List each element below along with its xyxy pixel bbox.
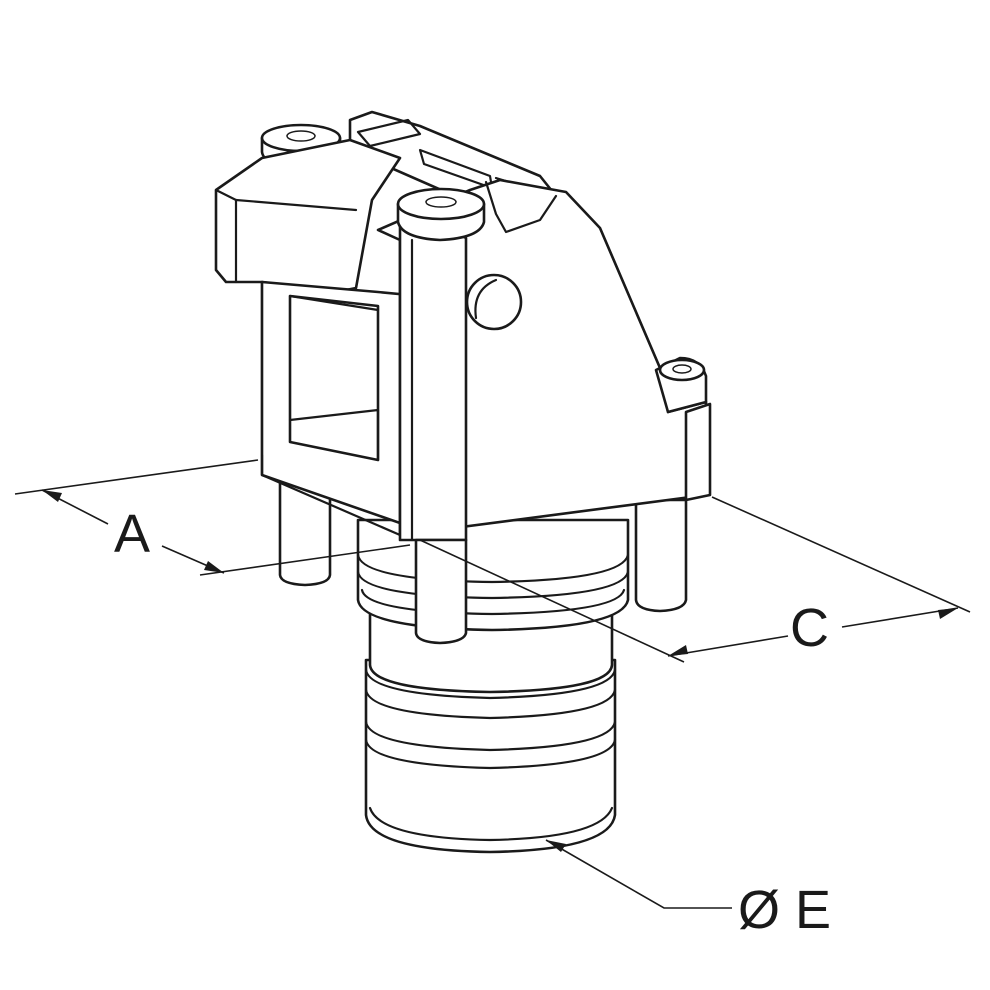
arrow-head — [668, 645, 688, 656]
rear-pin-right — [634, 498, 688, 613]
side-flange — [654, 356, 712, 502]
label-dim-a: A — [114, 504, 150, 564]
dimension-e: Ø E — [545, 839, 831, 940]
front-socket-screw — [396, 187, 486, 242]
dimension-a: A — [14, 459, 411, 576]
arrow-head — [546, 840, 566, 852]
port-hole — [465, 273, 523, 331]
front-pin-lower — [414, 538, 468, 645]
arrow-head — [42, 490, 62, 502]
bracket-frame — [260, 280, 422, 537]
dimension-c: C — [419, 496, 971, 663]
label-dim-e: Ø E — [738, 880, 831, 940]
label-dim-c: C — [790, 598, 829, 658]
arrow-head — [204, 561, 224, 573]
arrow-head — [938, 608, 958, 619]
threaded-collar — [356, 518, 630, 632]
cylinder-body — [364, 598, 617, 854]
